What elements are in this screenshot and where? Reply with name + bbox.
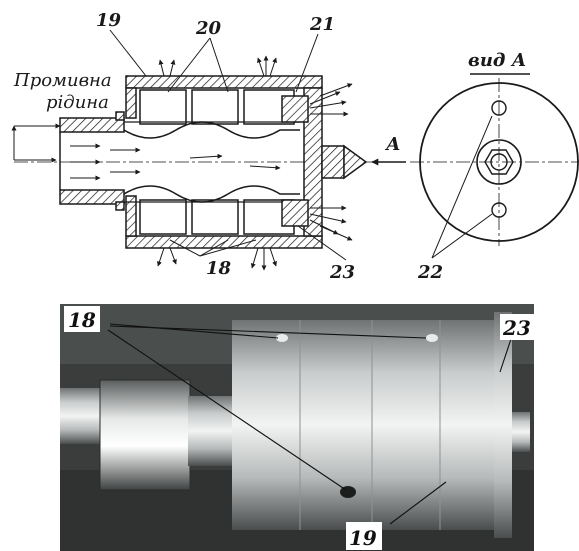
photo-label-23: 23 xyxy=(502,316,531,340)
photo-thread xyxy=(188,396,234,466)
photo-label-18: 18 xyxy=(68,308,96,332)
nozzle-bottom xyxy=(281,199,309,227)
label-22: 22 xyxy=(417,262,443,283)
hole-bottom xyxy=(491,202,507,218)
label-20: 20 xyxy=(195,18,222,39)
photo xyxy=(60,304,534,551)
hex-nut xyxy=(484,149,514,175)
center-hex-outer xyxy=(476,139,522,185)
label-21: 21 xyxy=(309,14,335,35)
photo-label-19: 19 xyxy=(349,526,377,550)
label-flush-1: Промивна xyxy=(13,70,112,91)
housing-top-wall xyxy=(125,75,323,89)
photo-leaders xyxy=(107,323,513,525)
photo-nut xyxy=(100,380,190,490)
label-arrow-a: А xyxy=(384,134,401,155)
inlet-tube-bottom xyxy=(59,189,125,205)
spray-arrows xyxy=(157,55,353,271)
housing-left-flange xyxy=(125,87,137,119)
photo-end-disk xyxy=(494,312,512,538)
leader-lines xyxy=(109,29,493,261)
flow-arrows xyxy=(11,123,281,181)
label-flush-2: рідина xyxy=(46,92,109,113)
view-a xyxy=(410,73,579,246)
label-23: 23 xyxy=(329,262,355,283)
label-18: 18 xyxy=(206,258,232,279)
threaded-end xyxy=(321,145,345,179)
label-19: 19 xyxy=(96,10,122,31)
label-view-a: вид А xyxy=(468,50,526,71)
photo-body xyxy=(232,320,494,530)
hole-top xyxy=(491,100,507,116)
ring-cavity xyxy=(139,89,187,125)
cone-tip xyxy=(343,144,368,180)
nozzle-top xyxy=(281,95,309,123)
inlet-tube-top xyxy=(59,117,125,133)
